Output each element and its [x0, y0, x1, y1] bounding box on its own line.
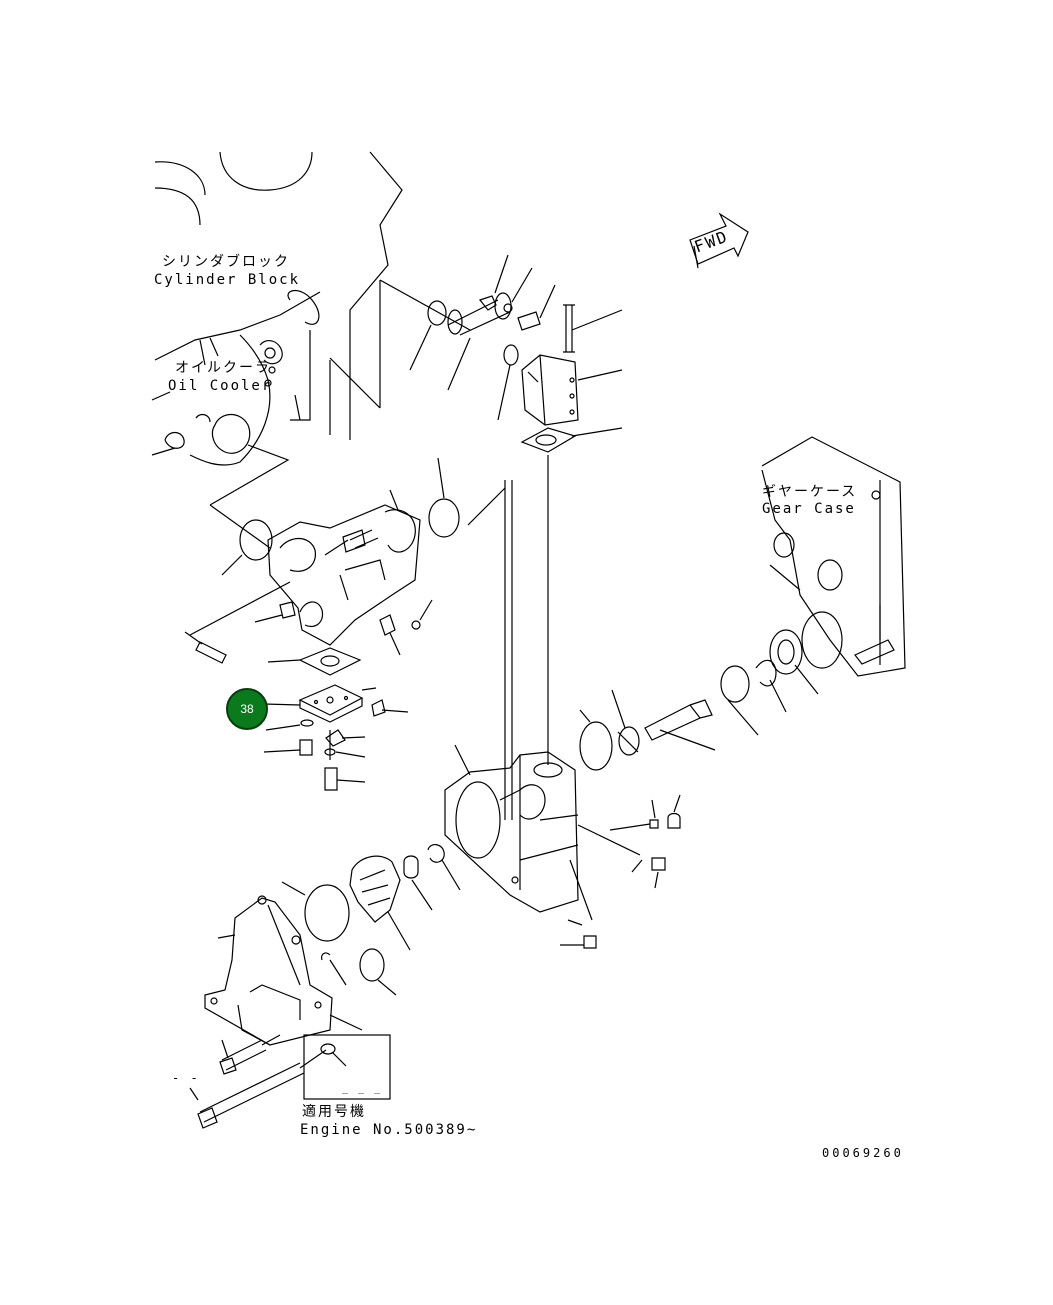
impeller: [349, 855, 411, 951]
bracket: [325, 729, 346, 747]
pin: [649, 819, 659, 829]
dash-mark: _ _ _: [342, 1083, 383, 1094]
water-pipe: [409, 292, 519, 421]
bolt: [299, 739, 313, 756]
clip: [478, 295, 497, 311]
o-ring: [579, 721, 613, 771]
bolt: [517, 311, 541, 331]
gear-case: [761, 436, 906, 677]
cylinder-block-label-jp: シリンダブロック: [162, 254, 290, 270]
gasket: [520, 427, 623, 453]
leader-line: [329, 357, 381, 409]
cylinder-block: [151, 151, 403, 466]
callout-38-badge[interactable]: 38: [226, 688, 268, 730]
fwd-arrow-icon: [689, 212, 749, 265]
bolt: [324, 767, 338, 791]
pump-cover: [204, 895, 363, 1046]
o-ring: [428, 498, 460, 538]
cylinder-block-label-en: Cylinder Block: [154, 272, 301, 288]
seal: [359, 948, 385, 982]
long-bolt: [563, 304, 575, 353]
seal: [403, 855, 419, 879]
plug: [667, 812, 681, 829]
cover-plate: [263, 684, 364, 723]
water-pump-body: [444, 744, 579, 913]
cover-gasket: [267, 647, 362, 676]
drain-plug: [583, 935, 597, 949]
applicable-label-jp: 適用号機: [302, 1104, 366, 1120]
plug: [651, 857, 666, 871]
o-ring: [304, 884, 350, 942]
oil-cooler-label-en: Oil Cooler: [168, 378, 273, 394]
gear-case-label-jp: ギヤーケース: [762, 484, 858, 500]
plug: [411, 620, 421, 630]
leader-line: [209, 504, 271, 549]
long-bolt: [199, 1062, 305, 1123]
seal: [427, 844, 445, 863]
washer: [320, 1043, 336, 1055]
sensor: [379, 614, 396, 636]
gear-case-label-en: Gear Case: [762, 501, 856, 517]
leader-line: [209, 444, 290, 506]
bolt: [371, 699, 386, 717]
drawing-number: 00069260: [822, 1146, 904, 1160]
washer: [300, 719, 314, 727]
bolt: [221, 1039, 267, 1071]
plug: [279, 601, 296, 619]
water-inlet-casting: [221, 489, 421, 646]
pump-shaft: [611, 629, 819, 756]
engine-number-label: Engine No.500389~: [300, 1122, 478, 1138]
dash-mark: - -: [172, 1071, 200, 1085]
washer: [503, 303, 513, 313]
bolt: [195, 641, 227, 664]
applicability-box: [303, 1034, 391, 1100]
oil-cooler-label-jp: オイルクーラ: [175, 360, 271, 376]
thermostat-housing: [521, 354, 623, 426]
leader-line: [379, 279, 471, 331]
